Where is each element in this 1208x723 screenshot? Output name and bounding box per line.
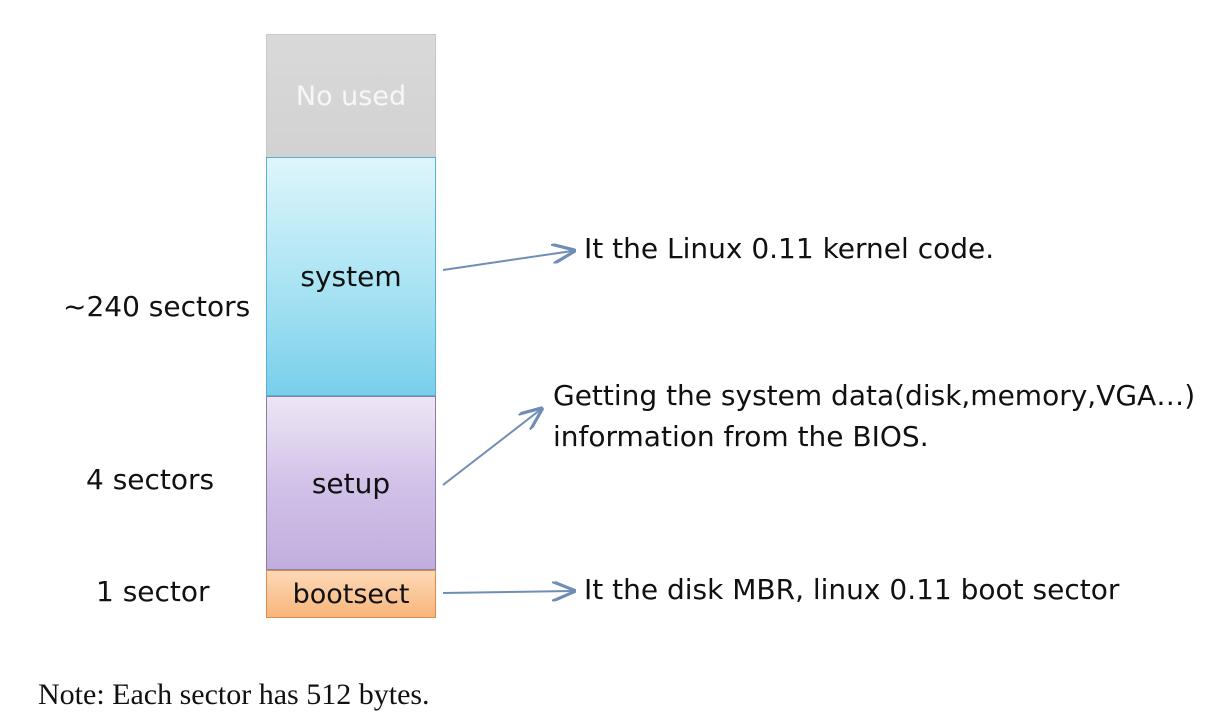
unused-block-label: No used	[295, 80, 407, 112]
bootsect-block: bootsect	[266, 570, 436, 618]
bootsect-block-label: bootsect	[292, 578, 410, 610]
setup-note-line1: Getting the system data(disk,memory,VGA……	[553, 379, 1196, 412]
setup-size-label: 4 sectors	[86, 463, 215, 496]
setup-block: setup	[266, 396, 436, 570]
system-block-label: system	[300, 260, 402, 293]
bootsect-size-label: 1 sector	[96, 575, 210, 608]
setup-block-label: setup	[311, 466, 391, 500]
system-note: It the Linux 0.11 kernel code.	[584, 232, 995, 265]
unused-block: No used	[266, 34, 436, 158]
bootsect-note: It the disk MBR, linux 0.11 boot sector	[584, 573, 1120, 606]
setup-arrow	[442, 410, 540, 486]
system-size-label: ~240 sectors	[63, 290, 251, 323]
system-arrow	[442, 251, 572, 271]
footnote: Note: Each sector has 512 bytes.	[38, 678, 430, 711]
system-block: system	[266, 157, 436, 396]
setup-note-line2: information from the BIOS.	[553, 420, 929, 453]
bootsect-arrow	[442, 591, 572, 593]
